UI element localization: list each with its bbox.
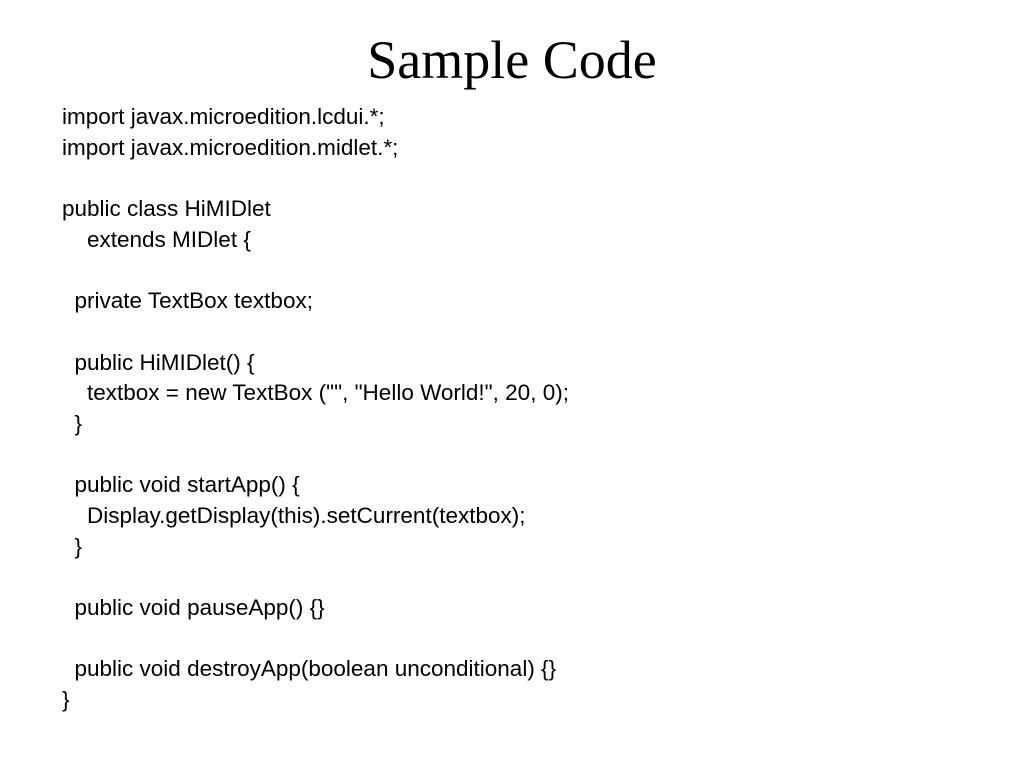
code-line: textbox = new TextBox ("", "Hello World!…	[62, 380, 569, 406]
code-line	[62, 440, 962, 471]
code-line: import javax.microedition.midlet.*;	[62, 134, 399, 160]
code-line	[62, 255, 962, 286]
code-line: public void pauseApp() {}	[62, 595, 325, 620]
code-line: public void startApp() {	[62, 472, 300, 498]
code-line: public class HiMIDlet	[62, 196, 271, 222]
code-line: }	[62, 533, 83, 559]
code-line	[62, 624, 962, 655]
code-line: Display.getDisplay(this).setCurrent(text…	[62, 502, 526, 528]
code-block: import javax.microedition.lcdui.*; impor…	[62, 102, 962, 716]
code-line: public HiMIDlet() {	[62, 349, 255, 375]
slide-title: Sample Code	[367, 30, 657, 90]
code-line	[62, 562, 962, 593]
code-line: public void destroyApp(boolean unconditi…	[62, 656, 557, 682]
code-line: }	[62, 687, 70, 713]
code-line: }	[62, 410, 83, 436]
code-line: import javax.microedition.lcdui.*;	[62, 104, 385, 129]
code-line: private TextBox textbox;	[62, 288, 313, 314]
code-line	[62, 163, 962, 194]
code-line	[62, 317, 962, 348]
code-line: extends MIDlet {	[62, 226, 251, 252]
